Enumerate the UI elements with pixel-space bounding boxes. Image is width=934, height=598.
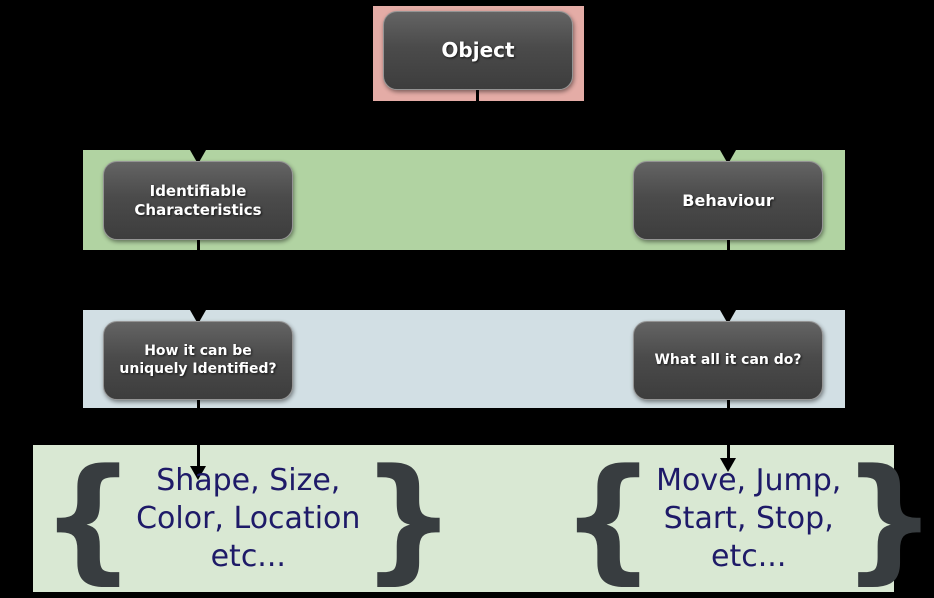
- how-identified-label: How it can be uniquely Identified?: [119, 343, 277, 377]
- arrowhead-left-values: [190, 466, 206, 480]
- arrowhead-behaviour: [720, 150, 736, 164]
- connector-what-to-values: [727, 398, 730, 460]
- left-values-group: { Shape, Size, Color, Location etc... }: [40, 440, 457, 597]
- connector-to-behaviour: [727, 125, 730, 153]
- right-values-line-3: etc...: [711, 538, 787, 574]
- behaviour-label: Behaviour: [682, 190, 774, 210]
- arrowhead-how-identified: [190, 310, 206, 324]
- identifiable-characteristics-label: Identifiable Characteristics: [134, 181, 262, 219]
- right-values-line-2: Start, Stop,: [663, 500, 834, 536]
- right-close-brace: }: [841, 440, 934, 597]
- right-open-brace: {: [560, 440, 657, 597]
- connector-behaviour-to-what: [727, 238, 730, 312]
- connector-how-to-values: [197, 398, 200, 468]
- right-values-line-1: Move, Jump,: [656, 462, 842, 498]
- connector-split-horizontal: [197, 125, 731, 128]
- right-values-text: Move, Jump, Start, Stop, etc...: [656, 462, 841, 576]
- object-node: Object: [383, 11, 573, 90]
- object-node-label: Object: [441, 38, 515, 62]
- left-values-line-3: etc...: [210, 538, 286, 574]
- what-can-do-node: What all it can do?: [633, 321, 823, 400]
- identifiable-characteristics-node: Identifiable Characteristics: [103, 161, 293, 240]
- how-identified-node: How it can be uniquely Identified?: [103, 321, 293, 400]
- left-values-line-1: Shape, Size,: [156, 462, 341, 498]
- arrowhead-identifiable: [190, 150, 206, 164]
- left-values-line-2: Color, Location: [136, 500, 361, 536]
- connector-object-stem: [476, 88, 479, 128]
- what-can-do-label: What all it can do?: [654, 351, 802, 368]
- bottom-panel: [33, 445, 894, 592]
- left-open-brace: {: [40, 440, 137, 597]
- left-close-brace: }: [360, 440, 457, 597]
- arrowhead-right-values: [720, 458, 736, 472]
- behaviour-node: Behaviour: [633, 161, 823, 240]
- left-values-text: Shape, Size, Color, Location etc...: [136, 462, 360, 576]
- connector-to-identifiable: [197, 125, 200, 153]
- right-values-group: { Move, Jump, Start, Stop, etc... }: [560, 440, 934, 597]
- connector-identifiable-to-how: [197, 238, 200, 312]
- arrowhead-what-can-do: [720, 310, 736, 324]
